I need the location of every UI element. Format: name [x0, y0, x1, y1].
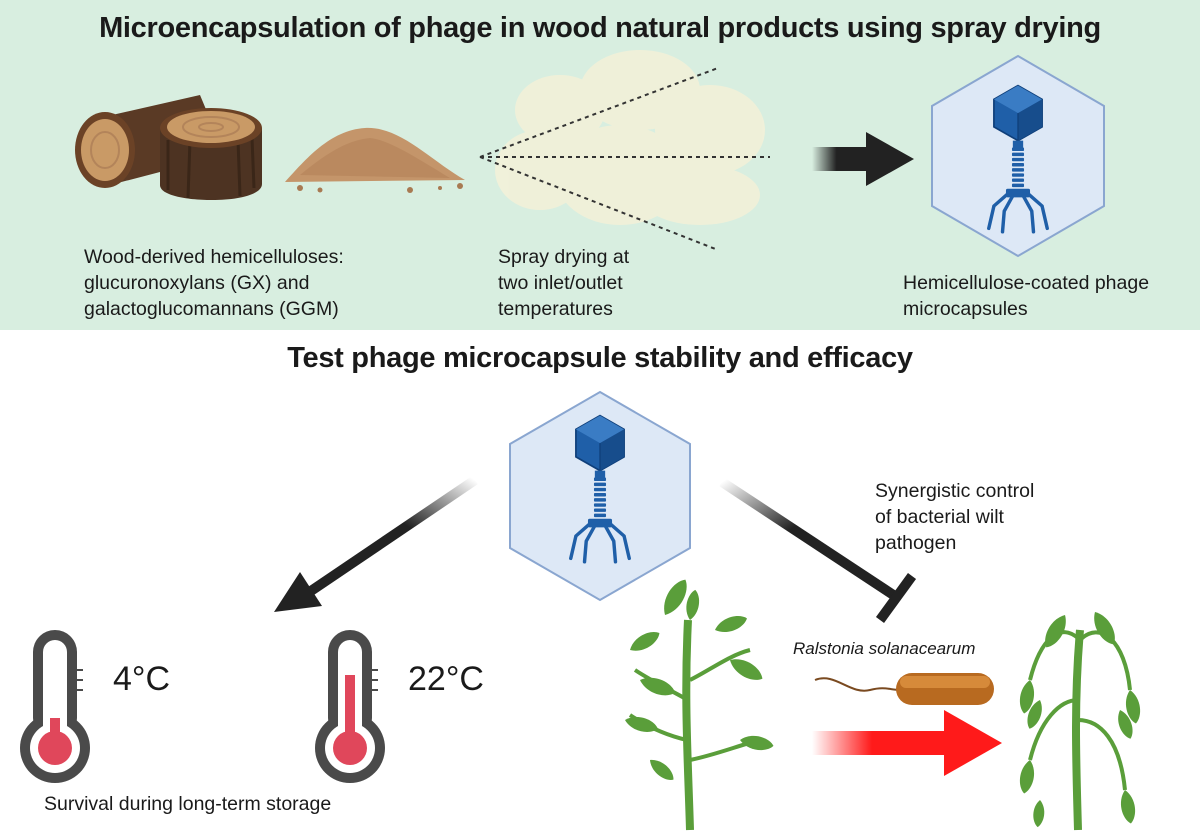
spray-cloud-illustration [495, 50, 765, 225]
bacterium-illustration [814, 673, 994, 705]
spray-label-line-3: temperatures [498, 298, 613, 320]
control-label-line-2: of bacterial wilt [875, 506, 1004, 528]
spray-label-line-2: two inlet/outlet [498, 272, 623, 294]
inhibition-line [719, 477, 917, 623]
spray-dashed-lines [479, 67, 770, 251]
sawdust-pile-illustration [285, 127, 465, 193]
control-label-line-3: pathogen [875, 532, 957, 554]
thermometer-warm-icon [314, 629, 386, 784]
capsule-label-line-2: microcapsules [903, 298, 1028, 320]
cold-temperature-label: 4°C [113, 660, 171, 698]
capsule-label-line-1: Hemicellulose-coated phage [903, 272, 1150, 294]
synergistic-control-label: Synergistic control of bacterial wilt pa… [875, 478, 1034, 556]
microcapsule-label: Hemicellulose-coated phage microcapsules [903, 270, 1149, 322]
control-label-line-1: Synergistic control [875, 480, 1035, 502]
infection-arrow [812, 710, 1002, 776]
thermometer-cold-icon [19, 629, 91, 784]
spray-label-line-1: Spray drying at [498, 246, 630, 268]
process-arrow [812, 132, 914, 186]
wilted-plant-illustration [1017, 608, 1143, 831]
healthy-plant-illustration [623, 575, 775, 831]
phage-hexagon [509, 390, 691, 602]
pathogen-name-label: Ralstonia solanacearum [793, 639, 976, 658]
wood-label-line-1: Wood-derived hemicelluloses: [84, 246, 344, 268]
bottom-title: Test phage microcapsule stability and ef… [287, 342, 913, 374]
storage-survival-label: Survival during long-term storage [44, 793, 332, 815]
wood-label-line-2: glucuronoxylans (GX) and [84, 272, 310, 294]
storage-arrow [274, 475, 478, 612]
top-title: Microencapsulation of phage in wood natu… [99, 12, 1101, 44]
room-temperature-label: 22°C [408, 660, 484, 698]
spray-drying-label: Spray drying at two inlet/outlet tempera… [498, 244, 629, 322]
wood-label-line-3: galactoglucomannans (GGM) [84, 298, 339, 320]
wood-hemicellulose-label: Wood-derived hemicelluloses: glucuronoxy… [84, 244, 344, 322]
microcapsule-hexagon [931, 54, 1105, 258]
wood-logs-illustration [75, 95, 262, 200]
